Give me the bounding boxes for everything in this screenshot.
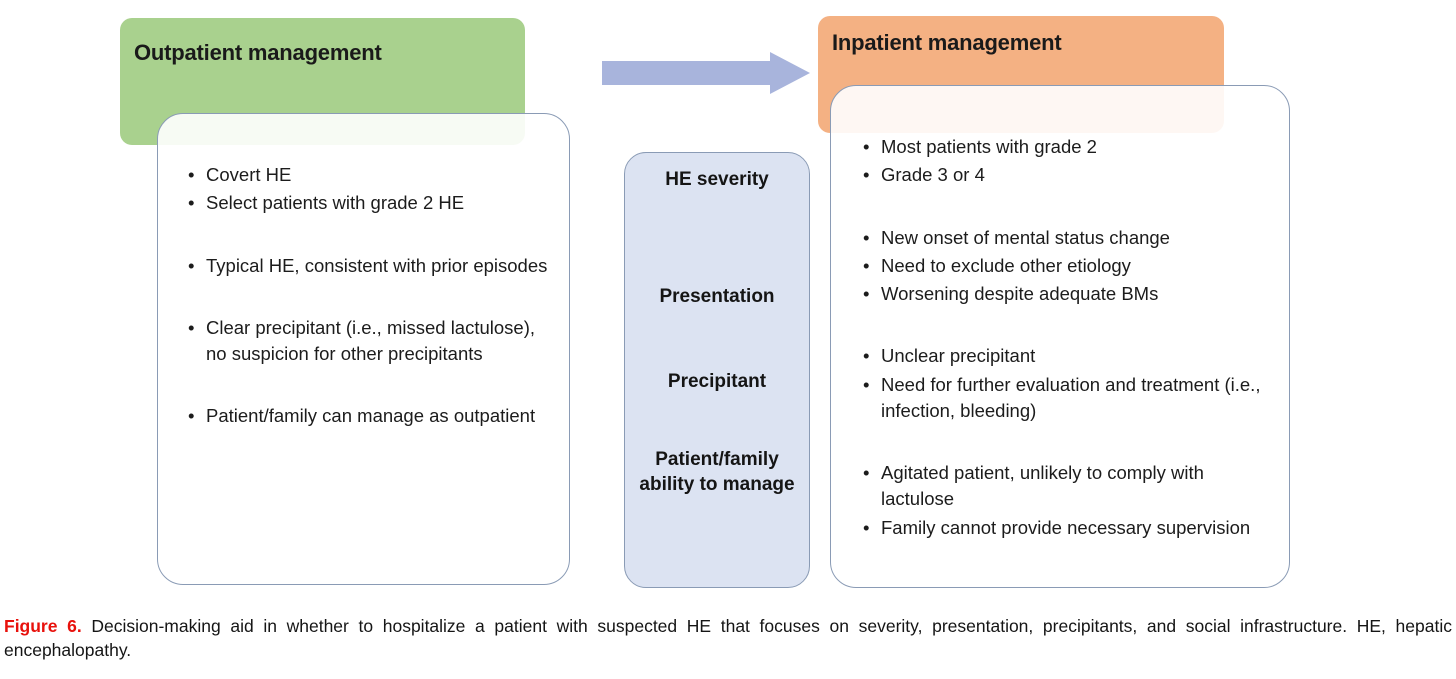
list-item: Clear precipitant (i.e., missed lactulos… xyxy=(186,315,549,368)
outpatient-criteria-card: Covert HE Select patients with grade 2 H… xyxy=(157,113,570,585)
inpatient-group-presentation: New onset of mental status change Need t… xyxy=(861,225,1273,308)
criteria-item-severity: HE severity xyxy=(665,169,769,190)
list-item: Worsening despite adequate BMs xyxy=(861,281,1273,308)
outpatient-bullet-groups: Covert HE Select patients with grade 2 H… xyxy=(158,114,569,584)
list-item: Typical HE, consistent with prior episod… xyxy=(186,253,549,280)
criteria-item-presentation: Presentation xyxy=(659,286,775,307)
figure-caption: Figure 6. Decision-making aid in whether… xyxy=(4,614,1452,662)
list-item: Unclear precipitant xyxy=(861,343,1273,370)
list-item: Family cannot provide necessary supervis… xyxy=(861,515,1273,542)
outpatient-group-ability: Patient/family can manage as outpatient xyxy=(186,403,549,430)
criteria-column: HE severity Presentation Precipitant Pat… xyxy=(624,152,810,588)
inpatient-bullet-groups: Most patients with grade 2 Grade 3 or 4 … xyxy=(831,86,1289,587)
figure-caption-label: Figure 6. xyxy=(4,616,82,636)
list-item: Need for further evaluation and treatmen… xyxy=(861,372,1273,425)
list-item: Select patients with grade 2 HE xyxy=(186,190,549,217)
criteria-item-ability: Patient/family ability to manage xyxy=(639,449,795,495)
figure-caption-text: Decision-making aid in whether to hospit… xyxy=(4,616,1452,661)
inpatient-group-severity: Most patients with grade 2 Grade 3 or 4 xyxy=(861,134,1273,189)
list-item: Most patients with grade 2 xyxy=(861,134,1273,161)
outpatient-group-severity: Covert HE Select patients with grade 2 H… xyxy=(186,162,549,217)
outpatient-group-precipitant: Clear precipitant (i.e., missed lactulos… xyxy=(186,315,549,368)
list-item: New onset of mental status change xyxy=(861,225,1273,252)
list-item: Agitated patient, unlikely to comply wit… xyxy=(861,460,1273,513)
criteria-item-precipitant: Precipitant xyxy=(667,371,767,392)
inpatient-group-precipitant: Unclear precipitant Need for further eva… xyxy=(861,343,1273,424)
inpatient-group-ability: Agitated patient, unlikely to comply wit… xyxy=(861,460,1273,541)
outpatient-title: Outpatient management xyxy=(134,40,382,65)
inpatient-title: Inpatient management xyxy=(832,30,1062,55)
list-item: Covert HE xyxy=(186,162,549,189)
inpatient-criteria-card: Most patients with grade 2 Grade 3 or 4 … xyxy=(830,85,1290,588)
list-item: Patient/family can manage as outpatient xyxy=(186,403,549,430)
list-item: Grade 3 or 4 xyxy=(861,162,1273,189)
outpatient-to-inpatient-arrow xyxy=(602,52,810,94)
list-item: Need to exclude other etiology xyxy=(861,253,1273,280)
outpatient-group-presentation: Typical HE, consistent with prior episod… xyxy=(186,253,549,280)
